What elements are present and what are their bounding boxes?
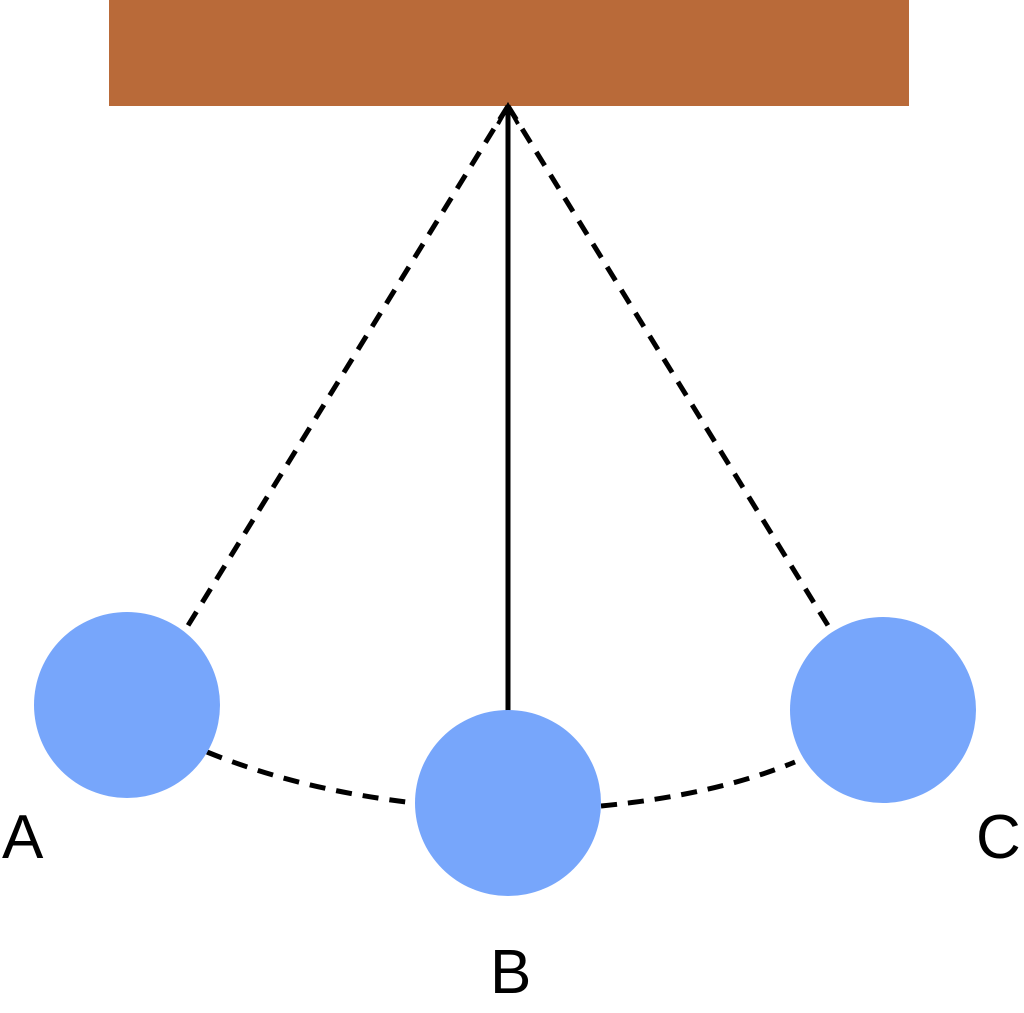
bob-c (790, 617, 976, 803)
label-a: A (2, 803, 44, 872)
bob-b (415, 710, 601, 896)
swing-arc (206, 749, 416, 806)
dashed-string-a (181, 104, 511, 634)
support-block (109, 0, 909, 106)
pivot-arrowhead (496, 101, 520, 125)
swing-arc (600, 759, 796, 809)
label-b: B (490, 938, 531, 1007)
dashed-string-c (505, 104, 835, 634)
bob-a (34, 612, 220, 798)
label-c: C (976, 803, 1021, 872)
